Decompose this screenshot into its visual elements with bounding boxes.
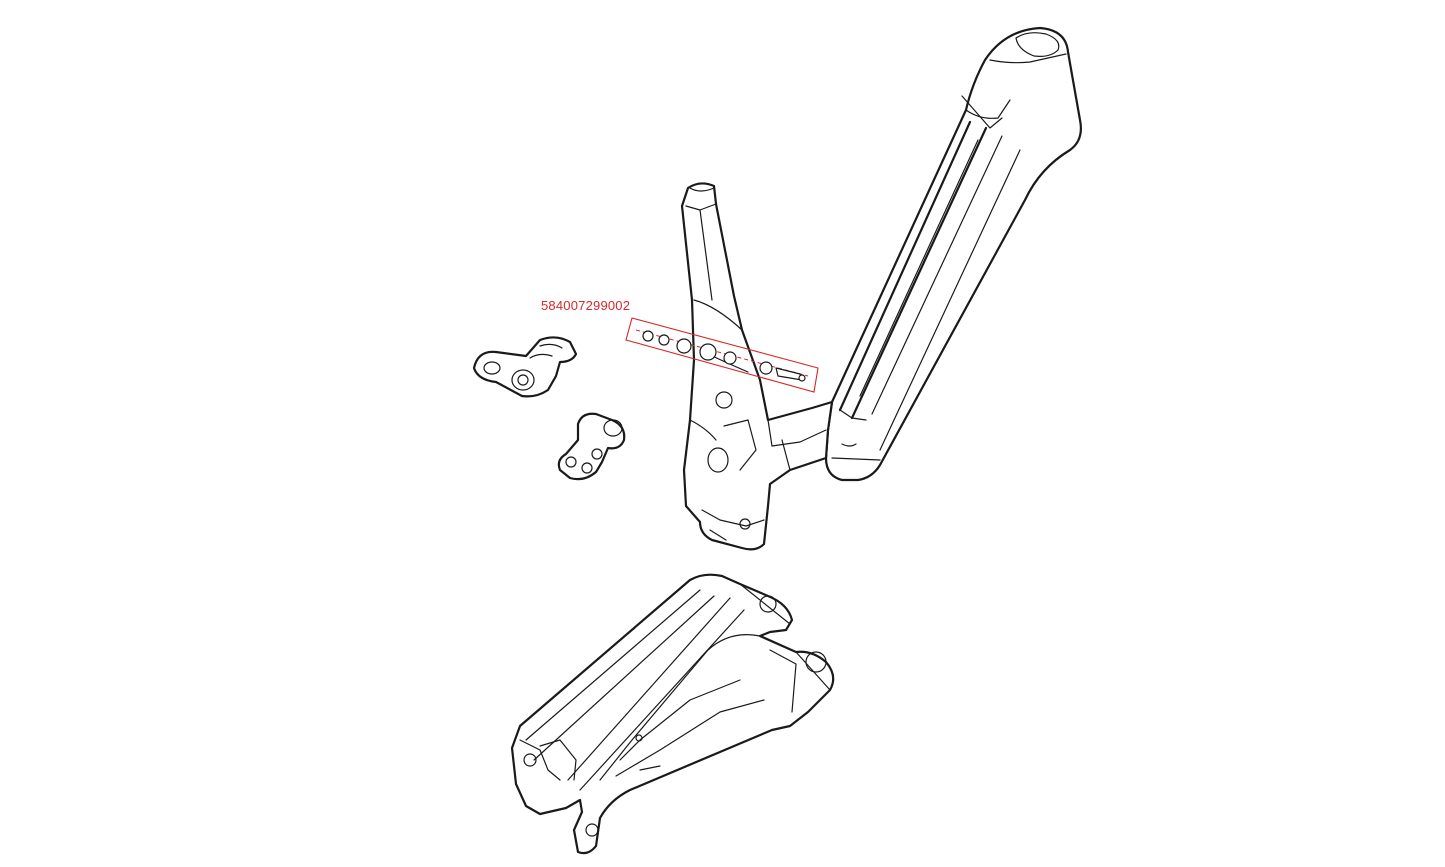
part-callout (625, 317, 819, 393)
hardware-stack (635, 329, 809, 382)
part-number-label: 584007299002 (541, 298, 631, 313)
shock-linkage (557, 412, 626, 481)
rear-swingarm (510, 573, 835, 855)
rocker-link (472, 336, 578, 398)
seat-tube-assembly (680, 182, 834, 551)
down-tube (824, 26, 1082, 482)
